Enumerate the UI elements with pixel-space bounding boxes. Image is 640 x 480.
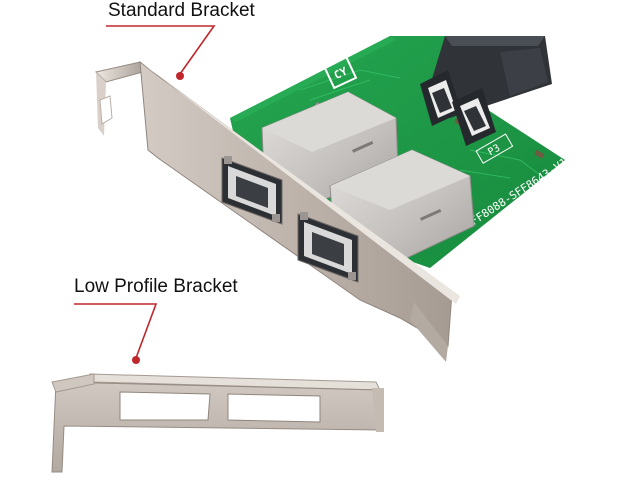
pcb-logo-text: CY	[332, 65, 350, 83]
pcb-header-label: P3	[486, 143, 502, 159]
sff8643-connectors	[420, 36, 552, 146]
callout-standard-line	[106, 25, 216, 80]
standard-bracket	[95, 60, 460, 362]
sff8088-port-bottom	[297, 212, 359, 283]
sff8088-port-top	[221, 156, 283, 225]
lp-port-cutout	[227, 393, 321, 423]
callout-low-profile-line	[74, 303, 158, 364]
pcb-logo: CY	[322, 54, 358, 90]
sff8643-port-right	[452, 88, 496, 146]
pcb-header-p3: P3	[475, 133, 514, 164]
lp-port-cutout	[119, 391, 211, 421]
low-profile-bracket	[51, 373, 384, 473]
standard-bracket-label: Standard Bracket	[108, 0, 255, 21]
low-profile-bracket-label: Low Profile Bracket	[74, 276, 238, 297]
sff8643-port-left	[420, 70, 462, 126]
